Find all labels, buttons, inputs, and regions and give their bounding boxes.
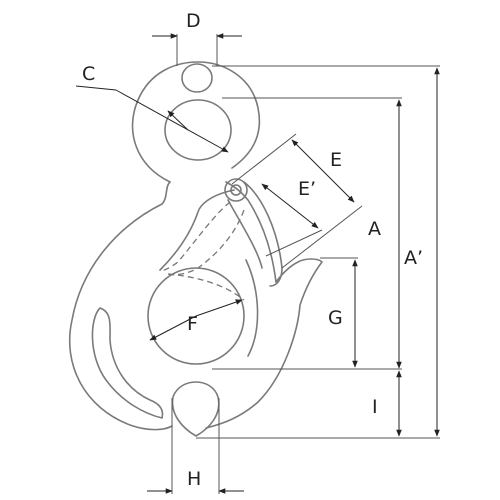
eye-outer-outline <box>131 61 261 183</box>
label-I: I <box>372 396 378 418</box>
eye-inner-hole <box>164 99 232 161</box>
dim-E-line <box>291 139 355 203</box>
label-C: C <box>82 63 95 85</box>
label-H: H <box>187 468 201 490</box>
label-G: G <box>328 307 343 329</box>
latch-pin-outer <box>224 178 248 202</box>
label-F: F <box>187 313 198 335</box>
label-D: D <box>186 10 201 32</box>
latch-open-dash-3 <box>167 273 245 301</box>
hook-back-outline <box>68 181 173 431</box>
bottom-section-H <box>171 381 220 437</box>
latch-open-dash-1 <box>159 201 231 272</box>
hook-back-slot <box>91 307 164 419</box>
dim-C-arrow-back <box>167 110 189 131</box>
hook-throat-outline <box>205 258 323 429</box>
latch-pin-inner <box>230 184 242 196</box>
dimensions <box>75 33 440 494</box>
dim-E-ext-top <box>231 133 297 185</box>
dim-F-arrow-right <box>195 299 243 317</box>
dim-C-leader-2 <box>115 89 229 153</box>
hook-body <box>68 61 323 437</box>
dim-Eprime-line <box>261 183 319 229</box>
dim-F-arrow-left <box>149 315 197 341</box>
label-A: A <box>368 218 381 240</box>
latch-front <box>227 199 263 269</box>
hook-bowl-inner <box>245 259 259 357</box>
hook-latch-shell <box>159 189 235 271</box>
label-E-prime: E’ <box>298 178 316 200</box>
dim-Eprime-ext-bottom <box>265 229 323 257</box>
dim-C-leader-1 <box>75 85 117 91</box>
top-section-D <box>181 63 213 93</box>
bowl-circle-F <box>147 267 245 365</box>
label-A-prime: A’ <box>404 247 423 269</box>
label-E: E <box>330 149 342 171</box>
dim-E-ext-bottom <box>281 205 363 269</box>
dimension-labels: D C E E’ A A’ F G I H <box>82 10 423 490</box>
latch-open-dash-2 <box>167 209 245 276</box>
